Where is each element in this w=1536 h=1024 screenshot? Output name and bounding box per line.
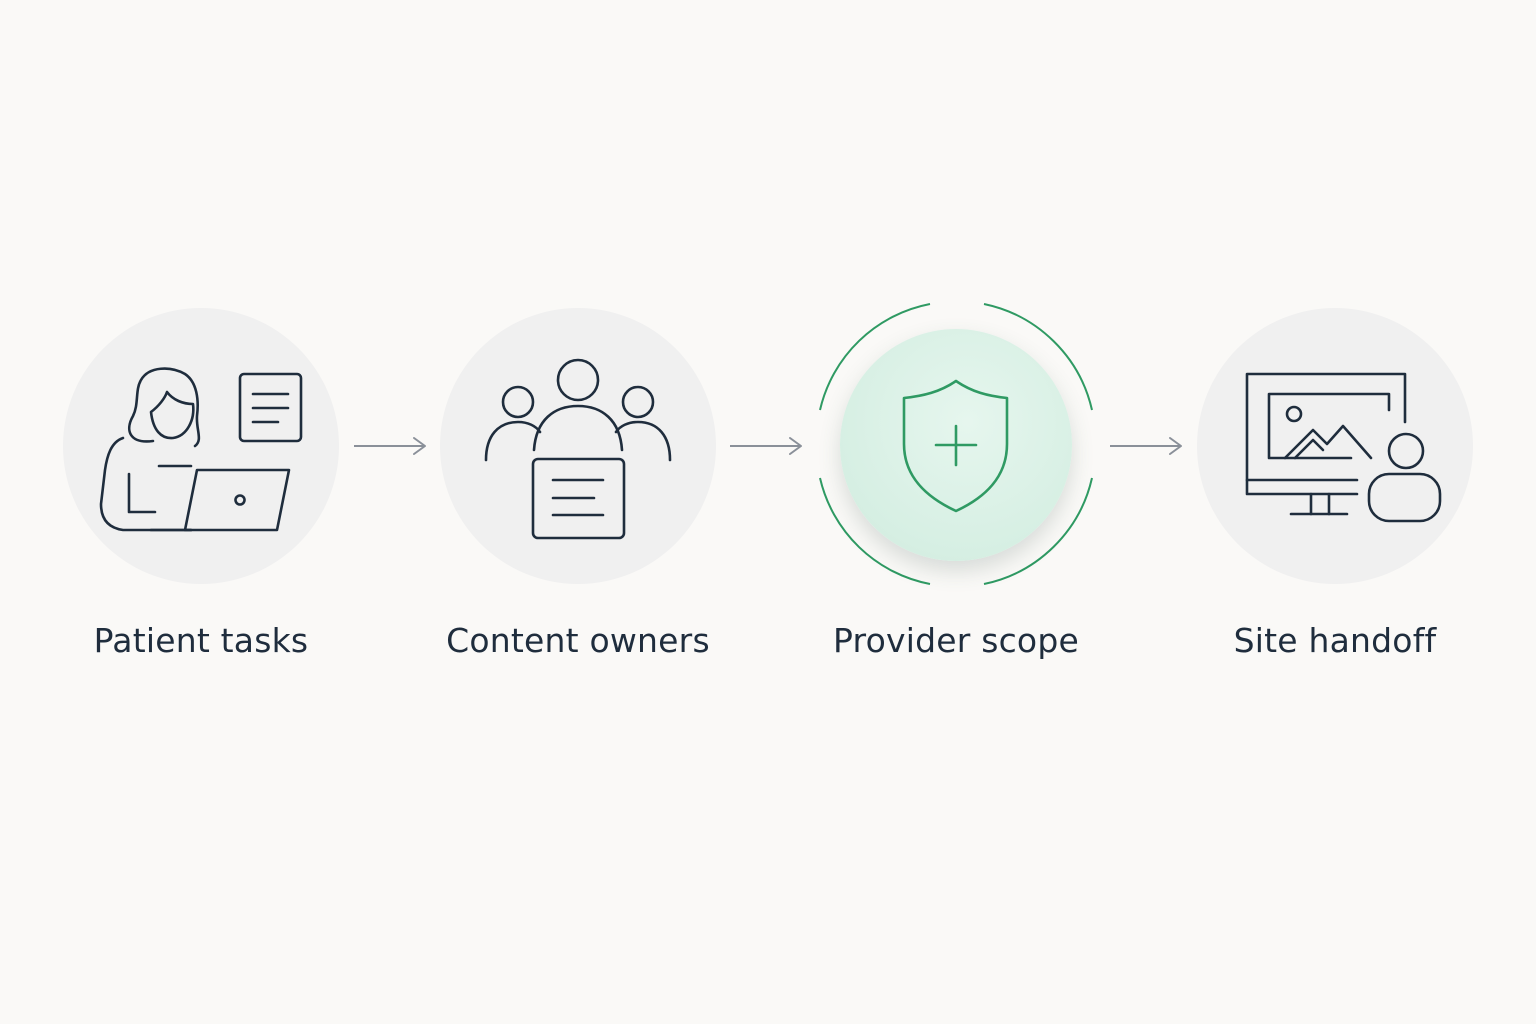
- arrow-1: [354, 437, 426, 455]
- step-label-provider-scope: Provider scope: [833, 621, 1079, 660]
- focus-ring: [819, 303, 1093, 585]
- step-label-patient-tasks: Patient tasks: [93, 621, 309, 660]
- team-document-icon: [484, 358, 672, 540]
- step-circle-provider-scope: [812, 298, 1100, 586]
- step-circle-content-owners: [440, 308, 716, 584]
- person-laptop-icon: [99, 367, 303, 532]
- step-circle-patient-tasks: [63, 308, 339, 584]
- monitor-user-icon: [1245, 372, 1442, 523]
- step-circle-site-handoff: [1197, 308, 1473, 584]
- arrow-3: [1110, 437, 1182, 455]
- arrow-2: [730, 437, 802, 455]
- step-label-content-owners: Content owners: [446, 621, 710, 660]
- step-label-site-handoff: Site handoff: [1233, 621, 1437, 660]
- shield-plus-icon: [902, 379, 1009, 513]
